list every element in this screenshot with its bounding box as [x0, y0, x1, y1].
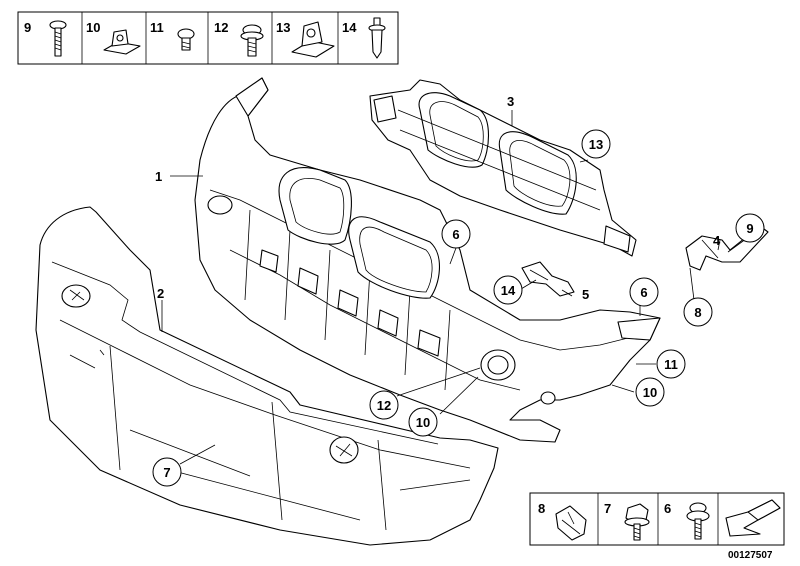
callout-8: 8	[683, 297, 713, 327]
bumper-cover-lower	[35, 206, 499, 546]
legend-number-11: 11	[150, 20, 164, 35]
legend-number-10: 10	[86, 20, 100, 35]
reference-number: 00127507	[728, 550, 773, 561]
callouts: 1 2 3 4 5 13 6 9 14 6 8 11	[152, 94, 765, 487]
callout-14: 14	[493, 275, 523, 305]
callout-9: 9	[735, 213, 765, 243]
legend-number-8: 8	[538, 501, 545, 516]
svg-text:10: 10	[643, 385, 657, 400]
washer-screw-icon	[240, 24, 264, 57]
direction-arrow-icon	[725, 499, 781, 537]
svg-text:12: 12	[377, 398, 391, 413]
callout-13: 13	[581, 129, 611, 159]
legend-bottom: 8 7 6 00127507	[529, 492, 785, 561]
expanding-rivet-icon	[368, 17, 386, 59]
svg-text:13: 13	[589, 137, 603, 152]
svg-text:10: 10	[416, 415, 430, 430]
legend-number-12: 12	[214, 20, 228, 35]
label-part-4: 4	[713, 233, 721, 248]
label-part-2: 2	[157, 286, 164, 301]
callout-6-upper: 6	[441, 219, 471, 249]
svg-text:14: 14	[501, 283, 516, 298]
label-part-5: 5	[582, 287, 589, 302]
collar-screw-icon	[686, 502, 710, 540]
svg-text:8: 8	[694, 305, 701, 320]
large-clip-nut-icon	[291, 21, 335, 58]
bracket-part5	[521, 261, 575, 297]
label-part-3: 3	[507, 94, 514, 109]
callout-7: 7	[152, 457, 182, 487]
callout-10-left: 10	[408, 407, 438, 437]
svg-text:6: 6	[452, 227, 459, 242]
legend-top: 9 10 11 12 13	[17, 11, 399, 65]
clip-nut-icon	[103, 29, 141, 55]
label-part-1: 1	[155, 169, 162, 184]
callout-11: 11	[656, 349, 686, 379]
grille-carrier	[369, 79, 637, 257]
clip-icon	[555, 505, 587, 541]
legend-number-6: 6	[664, 501, 671, 516]
legend-number-7: 7	[604, 501, 611, 516]
legend-number-13: 13	[276, 20, 290, 35]
legend-number-9: 9	[24, 20, 31, 35]
callout-10-right: 10	[635, 377, 665, 407]
screw-icon	[49, 20, 67, 57]
bumper-assembly-main	[194, 77, 661, 443]
svg-text:6: 6	[640, 285, 647, 300]
flange-screw-icon	[624, 503, 650, 541]
svg-text:11: 11	[664, 357, 678, 372]
svg-text:9: 9	[746, 221, 753, 236]
callout-12: 12	[369, 390, 399, 420]
callout-6-lower: 6	[629, 277, 659, 307]
svg-text:7: 7	[163, 465, 170, 480]
short-screw-icon	[177, 28, 195, 51]
legend-number-14: 14	[342, 20, 357, 35]
